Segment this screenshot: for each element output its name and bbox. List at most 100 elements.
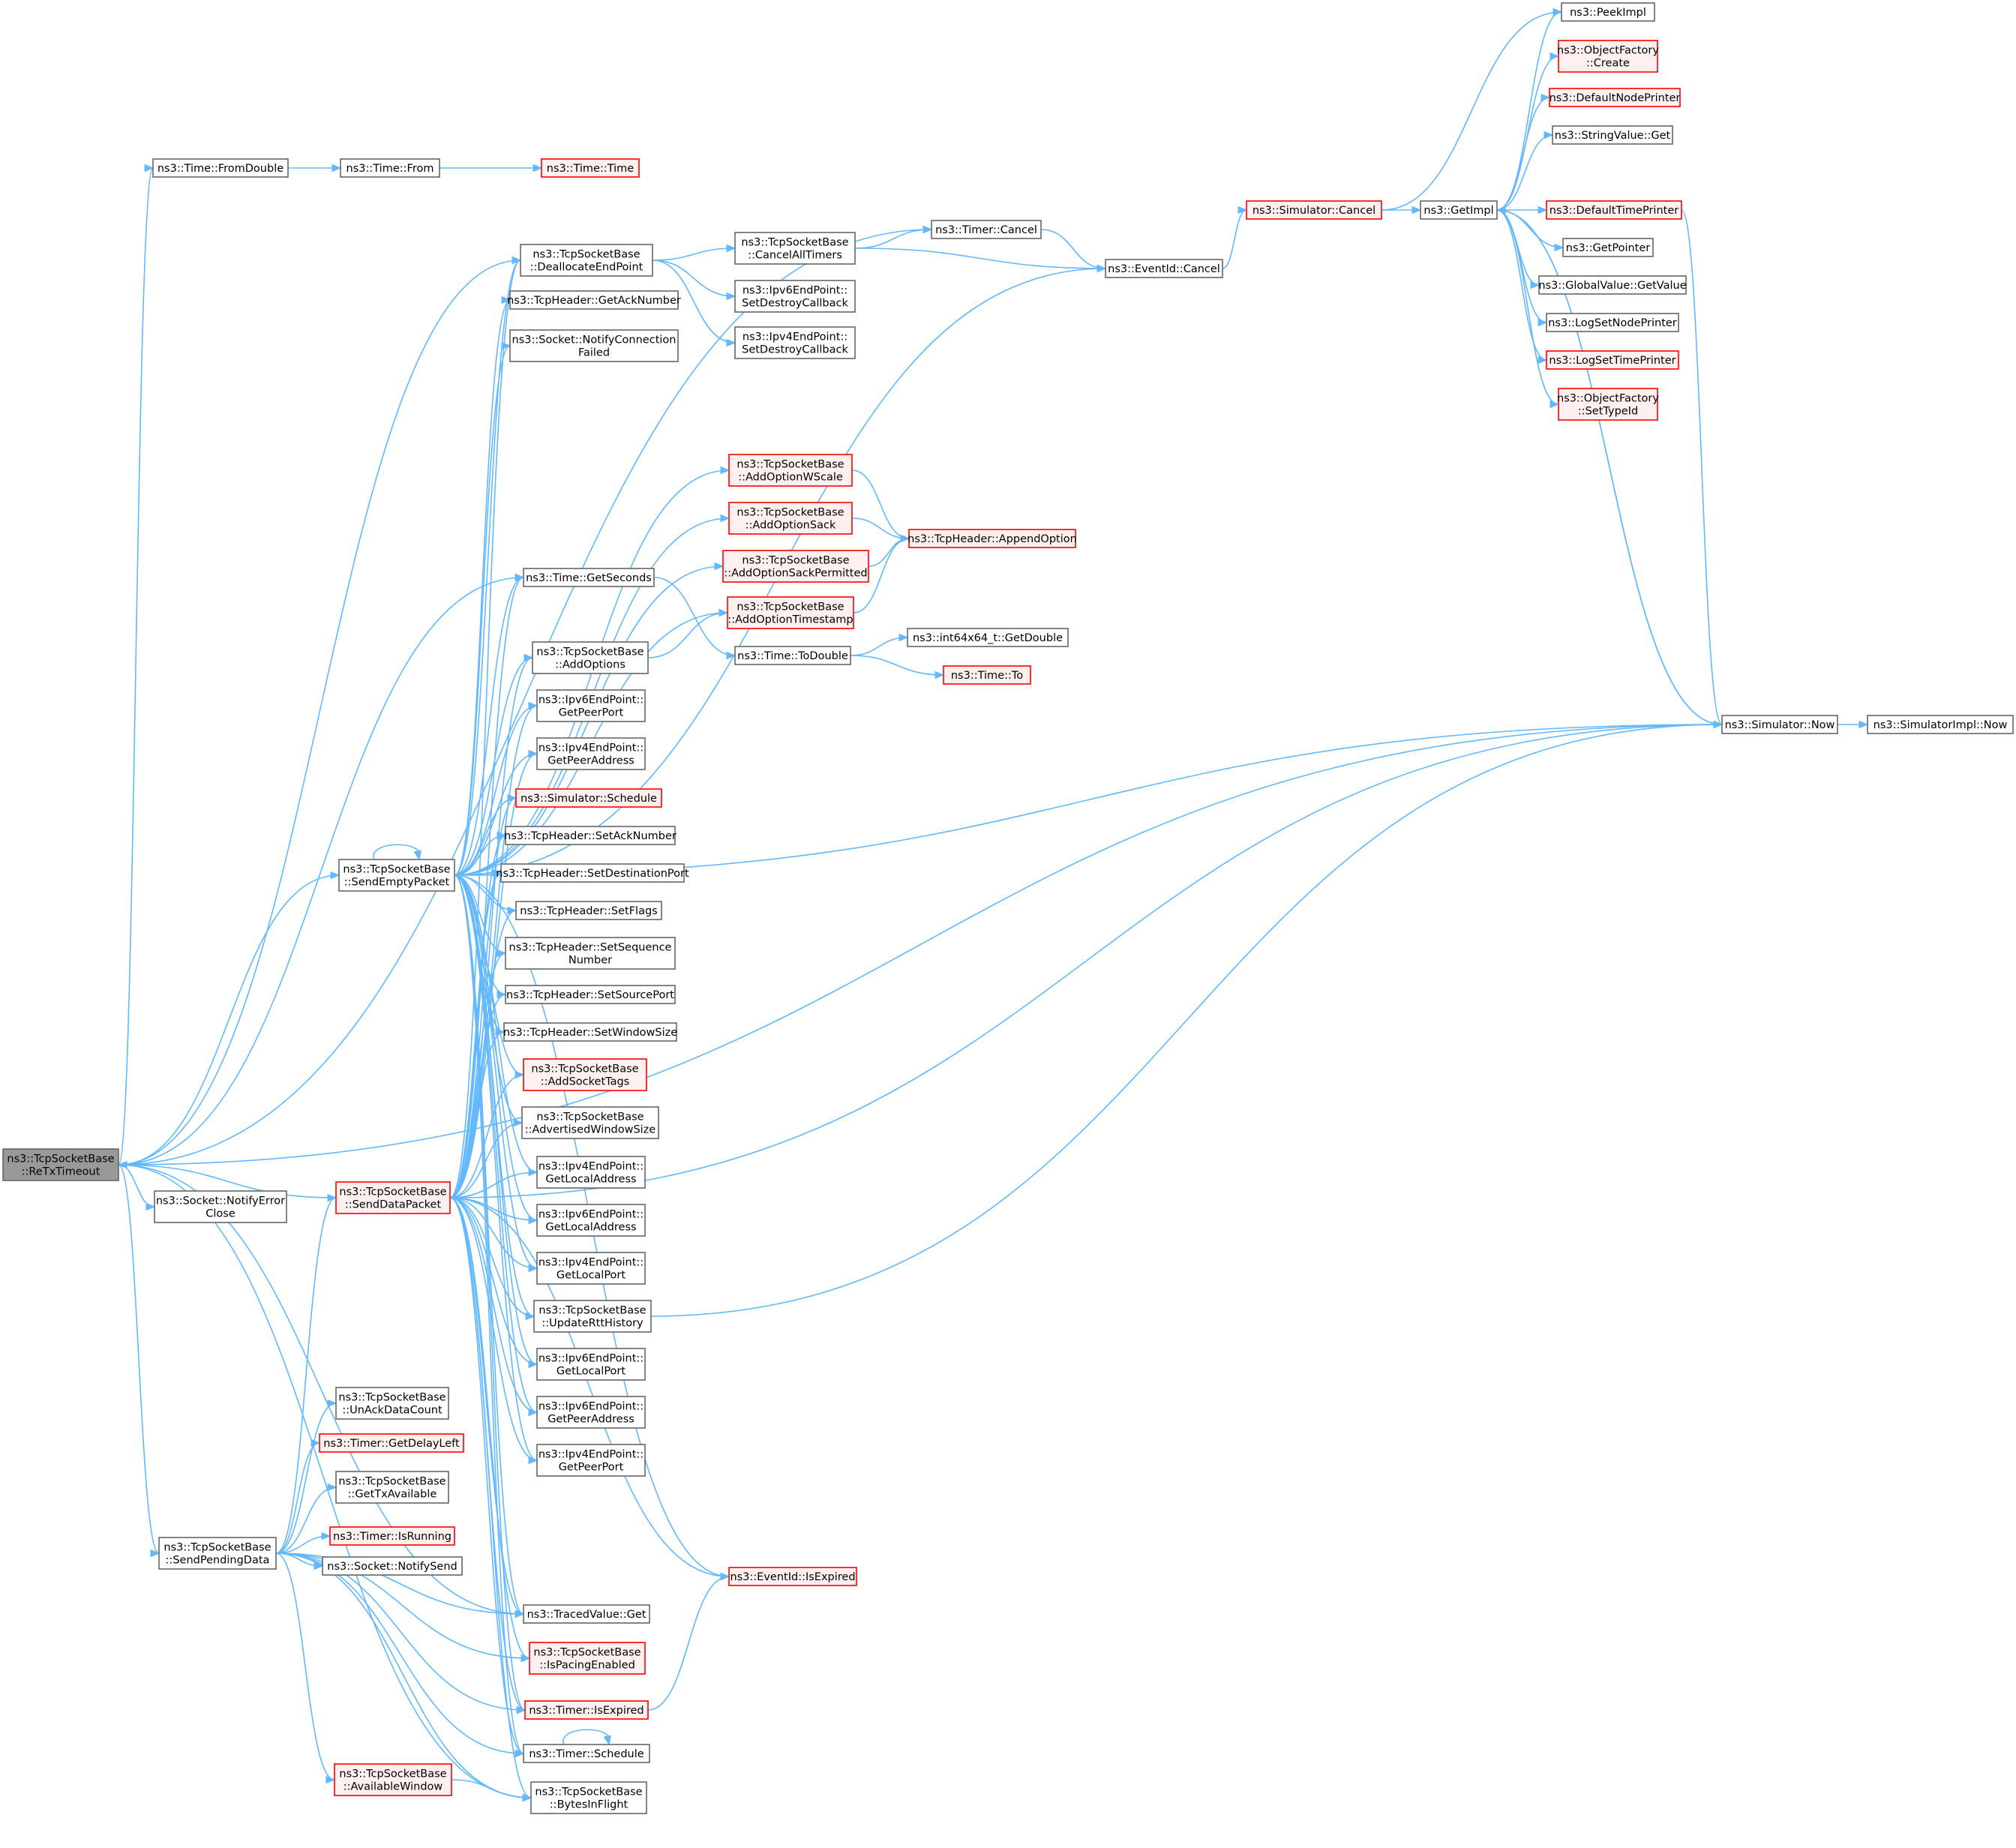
call-edges bbox=[117, 8, 1869, 1802]
node-label: GetLocalPort bbox=[556, 1270, 626, 1282]
node-ipv6PeerAddr[interactable]: ns3::Ipv6EndPoint::GetPeerAddress bbox=[536, 1396, 646, 1429]
node-fromDouble[interactable]: ns3::Time::FromDouble bbox=[152, 158, 289, 178]
node-time[interactable]: ns3::Time::Time bbox=[541, 158, 640, 178]
node-defNodePrinter[interactable]: ns3::DefaultNodePrinter bbox=[1549, 88, 1681, 107]
node-notifySend[interactable]: ns3::Socket::NotifySend bbox=[322, 1556, 463, 1576]
node-label: ::ReTxTimeout bbox=[22, 1166, 100, 1178]
node-addSack[interactable]: ns3::TcpSocketBase::AddOptionSack bbox=[728, 502, 853, 535]
node-ipv6LocalPort[interactable]: ns3::Ipv6EndPoint::GetLocalPort bbox=[536, 1348, 646, 1381]
node-label: ns3::TcpSocketBase bbox=[343, 864, 450, 876]
node-getImpl[interactable]: ns3::GetImpl bbox=[1420, 200, 1498, 220]
node-setFlags[interactable]: ns3::TcpHeader::SetFlags bbox=[515, 901, 662, 920]
node-ipv4LocalAddr[interactable]: ns3::Ipv4EndPoint::GetLocalAddress bbox=[536, 1156, 646, 1189]
node-ofSetType[interactable]: ns3::ObjectFactory::SetTypeId bbox=[1557, 388, 1659, 421]
node-advWin[interactable]: ns3::TcpSocketBase::AdvertisedWindowSize bbox=[521, 1106, 659, 1139]
edge-sendData-ipv4LocalAddr bbox=[449, 1168, 538, 1198]
node-i64GetDouble[interactable]: ns3::int64x64_t::GetDouble bbox=[907, 628, 1069, 647]
edge-sendData-setSeq bbox=[449, 949, 507, 1198]
node-bytesInFlight[interactable]: ns3::TcpSocketBase::BytesInFlight bbox=[530, 1781, 647, 1814]
node-retx[interactable]: ns3::TcpSocketBase::ReTxTimeout bbox=[2, 1148, 119, 1181]
node-cancelAll[interactable]: ns3::TcpSocketBase::CancelAllTimers bbox=[734, 232, 856, 265]
node-timeTo[interactable]: ns3::Time::To bbox=[943, 665, 1031, 685]
node-addSackPerm[interactable]: ns3::TcpSocketBase::AddOptionSackPermitt… bbox=[722, 550, 869, 583]
node-logNode[interactable]: ns3::LogSetNodePrinter bbox=[1546, 313, 1679, 332]
node-availWin[interactable]: ns3::TcpSocketBase::AvailableWindow bbox=[334, 1763, 452, 1796]
edge-sendData-eventExpired bbox=[449, 1197, 730, 1581]
node-txAvail[interactable]: ns3::TcpSocketBase::GetTxAvailable bbox=[335, 1471, 449, 1504]
node-label: ns3::Time::FromDouble bbox=[158, 163, 284, 175]
node-label: ns3::TcpSocketBase bbox=[538, 1305, 646, 1317]
node-from[interactable]: ns3::Time::From bbox=[340, 158, 440, 178]
node-label: ns3::Timer::IsExpired bbox=[529, 1705, 644, 1717]
edge-getSeconds-toDouble bbox=[653, 577, 736, 660]
node-simCancel[interactable]: ns3::Simulator::Cancel bbox=[1246, 200, 1382, 220]
node-isRunning[interactable]: ns3::Timer::IsRunning bbox=[329, 1526, 455, 1546]
node-logTime[interactable]: ns3::LogSetTimePrinter bbox=[1546, 350, 1679, 370]
node-ipv4PeerPort[interactable]: ns3::Ipv4EndPoint::GetPeerPort bbox=[536, 1444, 646, 1477]
node-strGet[interactable]: ns3::StringValue::Get bbox=[1552, 125, 1673, 145]
node-delayLeft[interactable]: ns3::Timer::GetDelayLeft bbox=[319, 1433, 464, 1453]
node-ipv4Destroy[interactable]: ns3::Ipv4EndPoint::SetDestroyCallback bbox=[734, 326, 856, 359]
node-ipv4PeerAddr[interactable]: ns3::Ipv4EndPoint::GetPeerAddress bbox=[536, 737, 646, 770]
node-setDestPort[interactable]: ns3::TcpHeader::SetDestinationPort bbox=[496, 863, 689, 883]
node-appendOpt[interactable]: ns3::TcpHeader::AppendOption bbox=[908, 529, 1077, 548]
node-simSchedule[interactable]: ns3::Simulator::Schedule bbox=[515, 788, 662, 808]
edge-addWScale-appendOpt bbox=[851, 470, 910, 543]
function-nodes: ns3::TcpSocketBase::ReTxTimeoutns3::Time… bbox=[2, 2, 2014, 1814]
edge-sendPending-timerSchedule bbox=[275, 1552, 525, 1758]
node-ofCreate[interactable]: ns3::ObjectFactory::Create bbox=[1557, 40, 1659, 73]
node-updRtt[interactable]: ns3::TcpSocketBase::UpdateRttHistory bbox=[533, 1300, 652, 1333]
node-gvGetValue[interactable]: ns3::GlobalValue::GetValue bbox=[1538, 275, 1687, 295]
node-unack[interactable]: ns3::TcpSocketBase::UnAckDataCount bbox=[335, 1387, 449, 1420]
edge-sendEmpty-sendEmpty bbox=[373, 844, 422, 861]
node-label: ns3::TcpSocketBase bbox=[736, 507, 844, 519]
node-sendPending[interactable]: ns3::TcpSocketBase::SendPendingData bbox=[158, 1537, 277, 1570]
edge-simCancel-peekImpl bbox=[1381, 8, 1563, 211]
node-setWin[interactable]: ns3::TcpHeader::SetWindowSize bbox=[503, 1022, 677, 1042]
node-tracedGet[interactable]: ns3::TracedValue::Get bbox=[523, 1604, 650, 1624]
node-pacing[interactable]: ns3::TcpSocketBase::IsPacingEnabled bbox=[529, 1642, 646, 1675]
edge-getImpl-logTime bbox=[1496, 209, 1548, 364]
node-timerCancel[interactable]: ns3::Timer::Cancel bbox=[931, 220, 1042, 239]
node-setAck[interactable]: ns3::TcpHeader::SetAckNumber bbox=[504, 826, 676, 845]
node-setSrcPort[interactable]: ns3::TcpHeader::SetSourcePort bbox=[505, 985, 676, 1004]
node-defTimePrinter[interactable]: ns3::DefaultTimePrinter bbox=[1546, 200, 1682, 220]
node-dealloc[interactable]: ns3::TcpSocketBase::DeallocateEndPoint bbox=[520, 244, 653, 277]
node-timerSchedule[interactable]: ns3::Timer::Schedule bbox=[523, 1744, 650, 1763]
node-label: ::DeallocateEndPoint bbox=[530, 262, 644, 274]
node-peekImpl[interactable]: ns3::PeekImpl bbox=[1561, 2, 1655, 22]
node-ipv6Destroy[interactable]: ns3::Ipv6EndPoint::SetDestroyCallback bbox=[734, 280, 856, 313]
node-addTags[interactable]: ns3::TcpSocketBase::AddSocketTags bbox=[523, 1058, 647, 1091]
edge-retx-dealloc bbox=[118, 256, 522, 1166]
node-ipv6PeerPortA[interactable]: ns3::Ipv6EndPoint::GetPeerPort bbox=[536, 689, 646, 722]
edge-defTimePrinter-simNow bbox=[1681, 209, 1724, 729]
node-label: ns3::TcpHeader::SetDestinationPort bbox=[496, 868, 689, 880]
node-addTs[interactable]: ns3::TcpSocketBase::AddOptionTimestamp bbox=[727, 596, 854, 629]
node-label: SetDestroyCallback bbox=[742, 344, 848, 356]
edge-sendPending-unack bbox=[275, 1399, 338, 1554]
node-eventExpired[interactable]: ns3::EventId::IsExpired bbox=[728, 1567, 857, 1586]
node-addWScale[interactable]: ns3::TcpSocketBase::AddOptionWScale bbox=[728, 454, 853, 487]
node-addOptions[interactable]: ns3::TcpSocketBase::AddOptions bbox=[532, 641, 649, 674]
node-sendEmpty[interactable]: ns3::TcpSocketBase::SendEmptyPacket bbox=[338, 859, 455, 892]
node-label: ns3::ObjectFactory bbox=[1557, 45, 1659, 57]
node-toDouble[interactable]: ns3::Time::ToDouble bbox=[734, 646, 851, 665]
node-ipv6LocalAddr[interactable]: ns3::Ipv6EndPoint::GetLocalAddress bbox=[536, 1204, 646, 1237]
edge-eventCancel-simCancel bbox=[1222, 206, 1248, 269]
node-sendData[interactable]: ns3::TcpSocketBase::SendDataPacket bbox=[335, 1181, 451, 1214]
node-getPointer[interactable]: ns3::GetPointer bbox=[1562, 238, 1654, 257]
node-eventCancel[interactable]: ns3::EventId::Cancel bbox=[1105, 259, 1223, 278]
node-getAck[interactable]: ns3::TcpHeader::GetAckNumber bbox=[507, 290, 681, 310]
node-label: ::GetTxAvailable bbox=[348, 1489, 437, 1501]
node-label: ns3::int64x64_t::GetDouble bbox=[913, 632, 1063, 644]
edge-sendData-ipv6PeerAddr bbox=[449, 1197, 538, 1417]
node-getSeconds[interactable]: ns3::Time::GetSeconds bbox=[523, 568, 655, 587]
node-ipv4LocalPort[interactable]: ns3::Ipv4EndPoint::GetLocalPort bbox=[536, 1252, 646, 1285]
edge-getImpl-ofSetType bbox=[1496, 209, 1560, 409]
node-simNow[interactable]: ns3::Simulator::Now bbox=[1721, 715, 1838, 734]
node-implNow[interactable]: ns3::SimulatorImpl::Now bbox=[1867, 715, 2014, 734]
node-timerExpired[interactable]: ns3::Timer::IsExpired bbox=[524, 1700, 649, 1720]
